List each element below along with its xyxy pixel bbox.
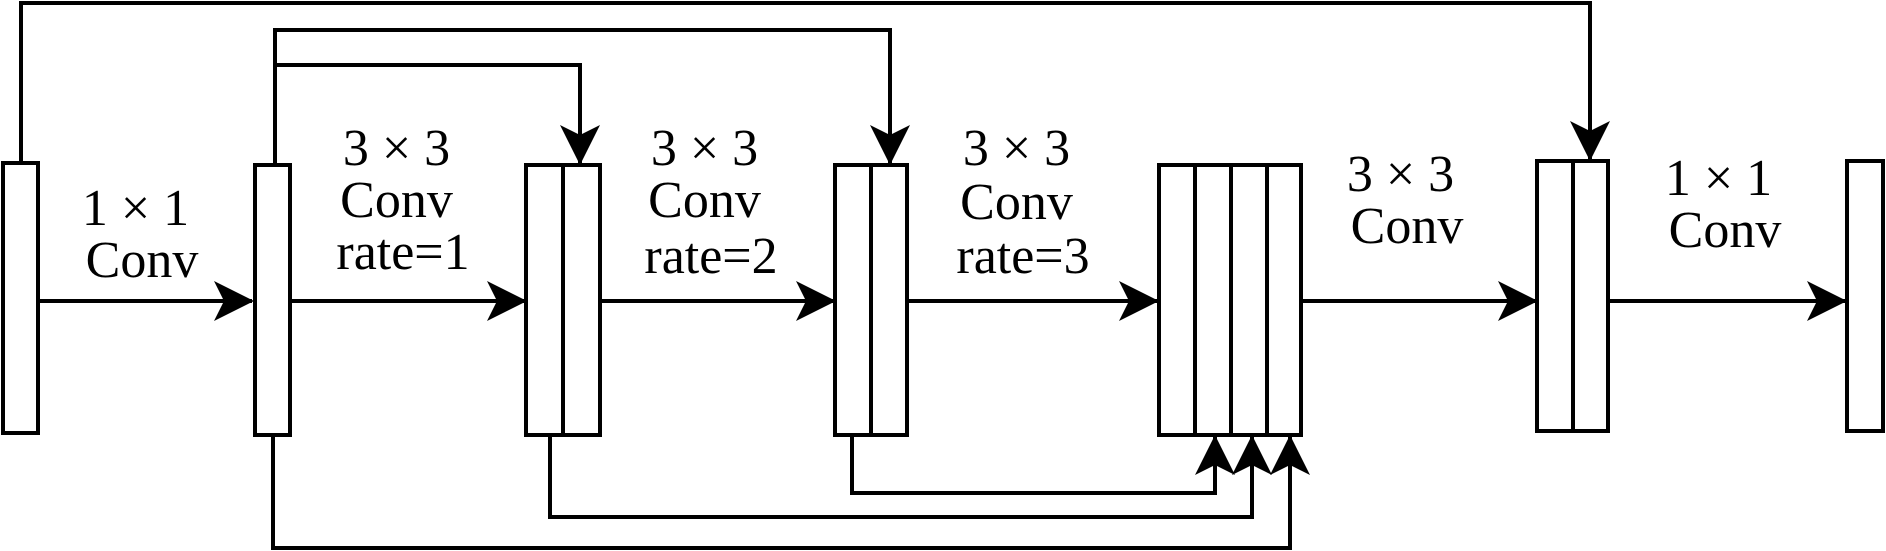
- op-labels: 1 × 1 Conv 3 × 3 Conv rate=1 3 × 3 Conv …: [82, 120, 1785, 289]
- op-label-6: 1 × 1 Conv: [1665, 150, 1785, 259]
- skip-connections: [19, 1, 1610, 550]
- concat-block-a: [524, 163, 602, 437]
- op-label-1: 1 × 1 Conv: [82, 180, 202, 289]
- concat-block-b: [833, 163, 909, 437]
- input-feature-block: [1, 161, 40, 435]
- feature-blocks: [1, 159, 1885, 437]
- skip-arrow-input-to-concat2: [19, 1, 1610, 163]
- output-feature-block: [1845, 159, 1885, 433]
- bottom-arrow-concat-a-to-concat: [548, 435, 1272, 519]
- feature-block-1: [253, 163, 292, 437]
- concat-block-c: [1157, 163, 1303, 437]
- op-label-5: 3 × 3 Conv: [1347, 146, 1467, 255]
- concat-block-d: [1535, 159, 1610, 433]
- skip-arrow-feature1-to-concat-a: [275, 63, 600, 165]
- op-label-3: 3 × 3 Conv rate=2: [644, 120, 777, 285]
- op-label-2: 3 × 3 Conv rate=1: [336, 120, 469, 281]
- skip-rail-feature1: [273, 28, 910, 165]
- op-label-4: 3 × 3 Conv rate=3: [956, 120, 1089, 285]
- bottom-arrow-concat-b-to-concat: [850, 435, 1235, 495]
- bottom-arrow-feature1-to-concat: [271, 435, 1310, 550]
